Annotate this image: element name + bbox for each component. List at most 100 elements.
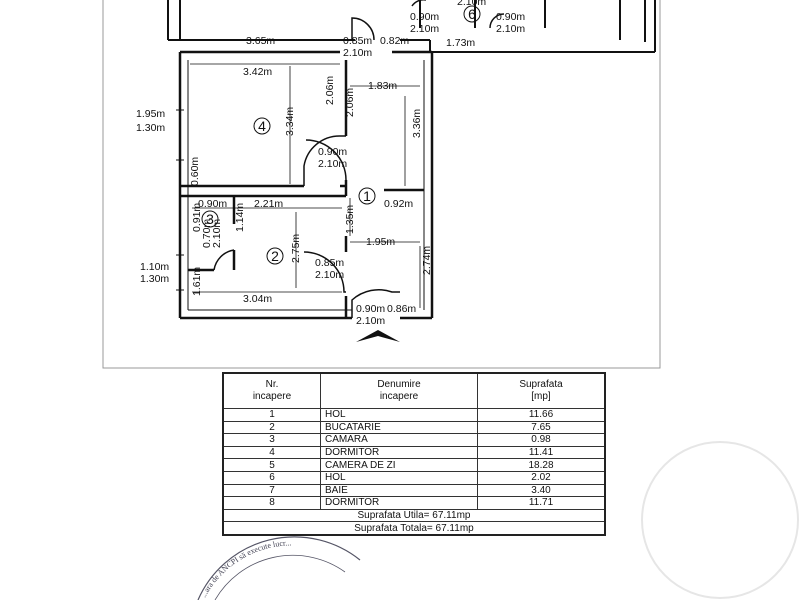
- dim-door-4-h: 2.10m: [343, 47, 372, 59]
- dim-window-left-w: 1.95m: [136, 108, 165, 120]
- windows: [176, 109, 184, 291]
- total-useful: Suprafata Utila= 67.11mp: [222, 508, 606, 523]
- room-number-3: 3: [206, 211, 214, 227]
- dim-wall-060: 0.60m: [189, 157, 201, 186]
- sheet-frame: [102, 0, 661, 369]
- room-nr: 3: [222, 433, 321, 447]
- dim-hall-092: 0.92m: [384, 198, 413, 210]
- room-name: CAMERA DE ZI: [320, 458, 478, 472]
- dim-gap-173: 1.73m: [446, 37, 475, 49]
- dim-cam-210: 2.10m: [211, 219, 223, 248]
- room-area: 18.28: [477, 458, 606, 472]
- dim-top-door-left: 0.90m: [410, 11, 439, 23]
- dim-hall-195: 1.95m: [366, 236, 395, 248]
- room-number-badge: [463, 5, 481, 23]
- dim-window-left2-h: 1.30m: [140, 273, 169, 285]
- room-number-badge: [358, 187, 376, 205]
- dim-top-partial: 2.10m: [457, 0, 486, 8]
- dim-cam-091: 0.91m: [191, 203, 203, 232]
- entry-arrow-icon: [356, 330, 400, 342]
- dim-hall-135: 1.35m: [344, 205, 356, 234]
- room-name: BAIE: [320, 483, 478, 498]
- dim-window-left-h: 1.30m: [136, 122, 165, 134]
- dim-entry-086: 0.86m: [387, 303, 416, 315]
- dim-door-room4-h: 2.10m: [318, 158, 347, 170]
- room-name: HOL: [320, 470, 478, 485]
- room-nr: 2: [222, 420, 321, 435]
- dim-room4-inner: 2.06m: [324, 76, 336, 105]
- faint-stamp: [641, 441, 799, 599]
- room-area: 2.02: [477, 470, 606, 485]
- dim-door-kitchen-h: 2.10m: [315, 269, 344, 281]
- room-nr: 5: [222, 458, 321, 472]
- room-name: BUCATARIE: [320, 420, 478, 435]
- dim-kitchen-221: 2.21m: [254, 198, 283, 210]
- room-nr: 1: [222, 408, 321, 422]
- room-name: CAMARA: [320, 433, 478, 447]
- total-useful-row: Suprafata Utila= 67.11mp: [222, 508, 606, 523]
- dim-door-room4: 0.90m: [318, 146, 347, 158]
- dim-top-door-right: 0.90m: [496, 11, 525, 23]
- top-wing: [167, 0, 656, 53]
- room-name: HOL: [320, 408, 478, 422]
- dim-entry-door-h: 2.10m: [356, 315, 385, 327]
- dim-corridor-width: 3.65m: [246, 35, 275, 47]
- dim-kitchen-304: 3.04m: [243, 293, 272, 305]
- dim-entry-door: 0.90m: [356, 303, 385, 315]
- dim-room4-width: 3.42m: [243, 66, 272, 78]
- dimension-lines: [190, 63, 421, 308]
- room-area: 7.65: [477, 420, 606, 435]
- dim-wall-161: 1.61m: [191, 267, 203, 296]
- room-name: DORMITOR: [320, 445, 478, 460]
- room-area: 3.40: [477, 483, 606, 498]
- ancpi-stamp: ...ara de ANCPI să execute lucr...: [197, 536, 361, 600]
- dim-hall-183: 1.83m: [368, 80, 397, 92]
- dim-room4-inner2: 2.06m: [344, 88, 356, 117]
- header-nr: Nr.incapere: [222, 372, 321, 409]
- dim-gap-082: 0.82m: [380, 35, 409, 47]
- dim-cam-114: 1.14m: [234, 203, 246, 232]
- room-number-4: 4: [258, 118, 266, 134]
- dim-top-door-left-h: 2.10m: [410, 23, 439, 35]
- room-number-6: 6: [468, 6, 476, 22]
- room-nr: 6: [222, 470, 321, 485]
- room-area: 11.71: [477, 496, 606, 510]
- room-number-badge: [253, 117, 271, 135]
- door-arcs: [213, 135, 400, 318]
- total-total-row: Suprafata Totala= 67.11mp: [222, 521, 606, 536]
- dim-kitchen-275: 2.75m: [290, 234, 302, 263]
- dim-top-door-right-h: 2.10m: [496, 23, 525, 35]
- dim-door-4: 0.85m: [343, 35, 372, 47]
- apartment-walls: [178, 50, 434, 320]
- room-nr: 7: [222, 483, 321, 498]
- room-area: 11.66: [477, 408, 606, 422]
- room-nr: 4: [222, 445, 321, 460]
- dim-hall-336: 3.36m: [411, 109, 423, 138]
- room-area: 11.41: [477, 445, 606, 460]
- dim-cam-090: 0.90m: [198, 198, 227, 210]
- room-area: 0.98: [477, 433, 606, 447]
- room-nr: 8: [222, 496, 321, 510]
- room-name: DORMITOR: [320, 496, 478, 510]
- room-number-badge: [266, 247, 284, 265]
- top-door-arcs: [351, 0, 505, 41]
- room-number-2: 2: [271, 248, 279, 264]
- room-numbers: 1 2 3 4 6: [201, 5, 481, 265]
- total-total: Suprafata Totala= 67.11mp: [222, 521, 606, 536]
- room-number-badge: [201, 210, 219, 228]
- room-number-1: 1: [363, 188, 371, 204]
- dim-window-left2-w: 1.10m: [140, 261, 169, 273]
